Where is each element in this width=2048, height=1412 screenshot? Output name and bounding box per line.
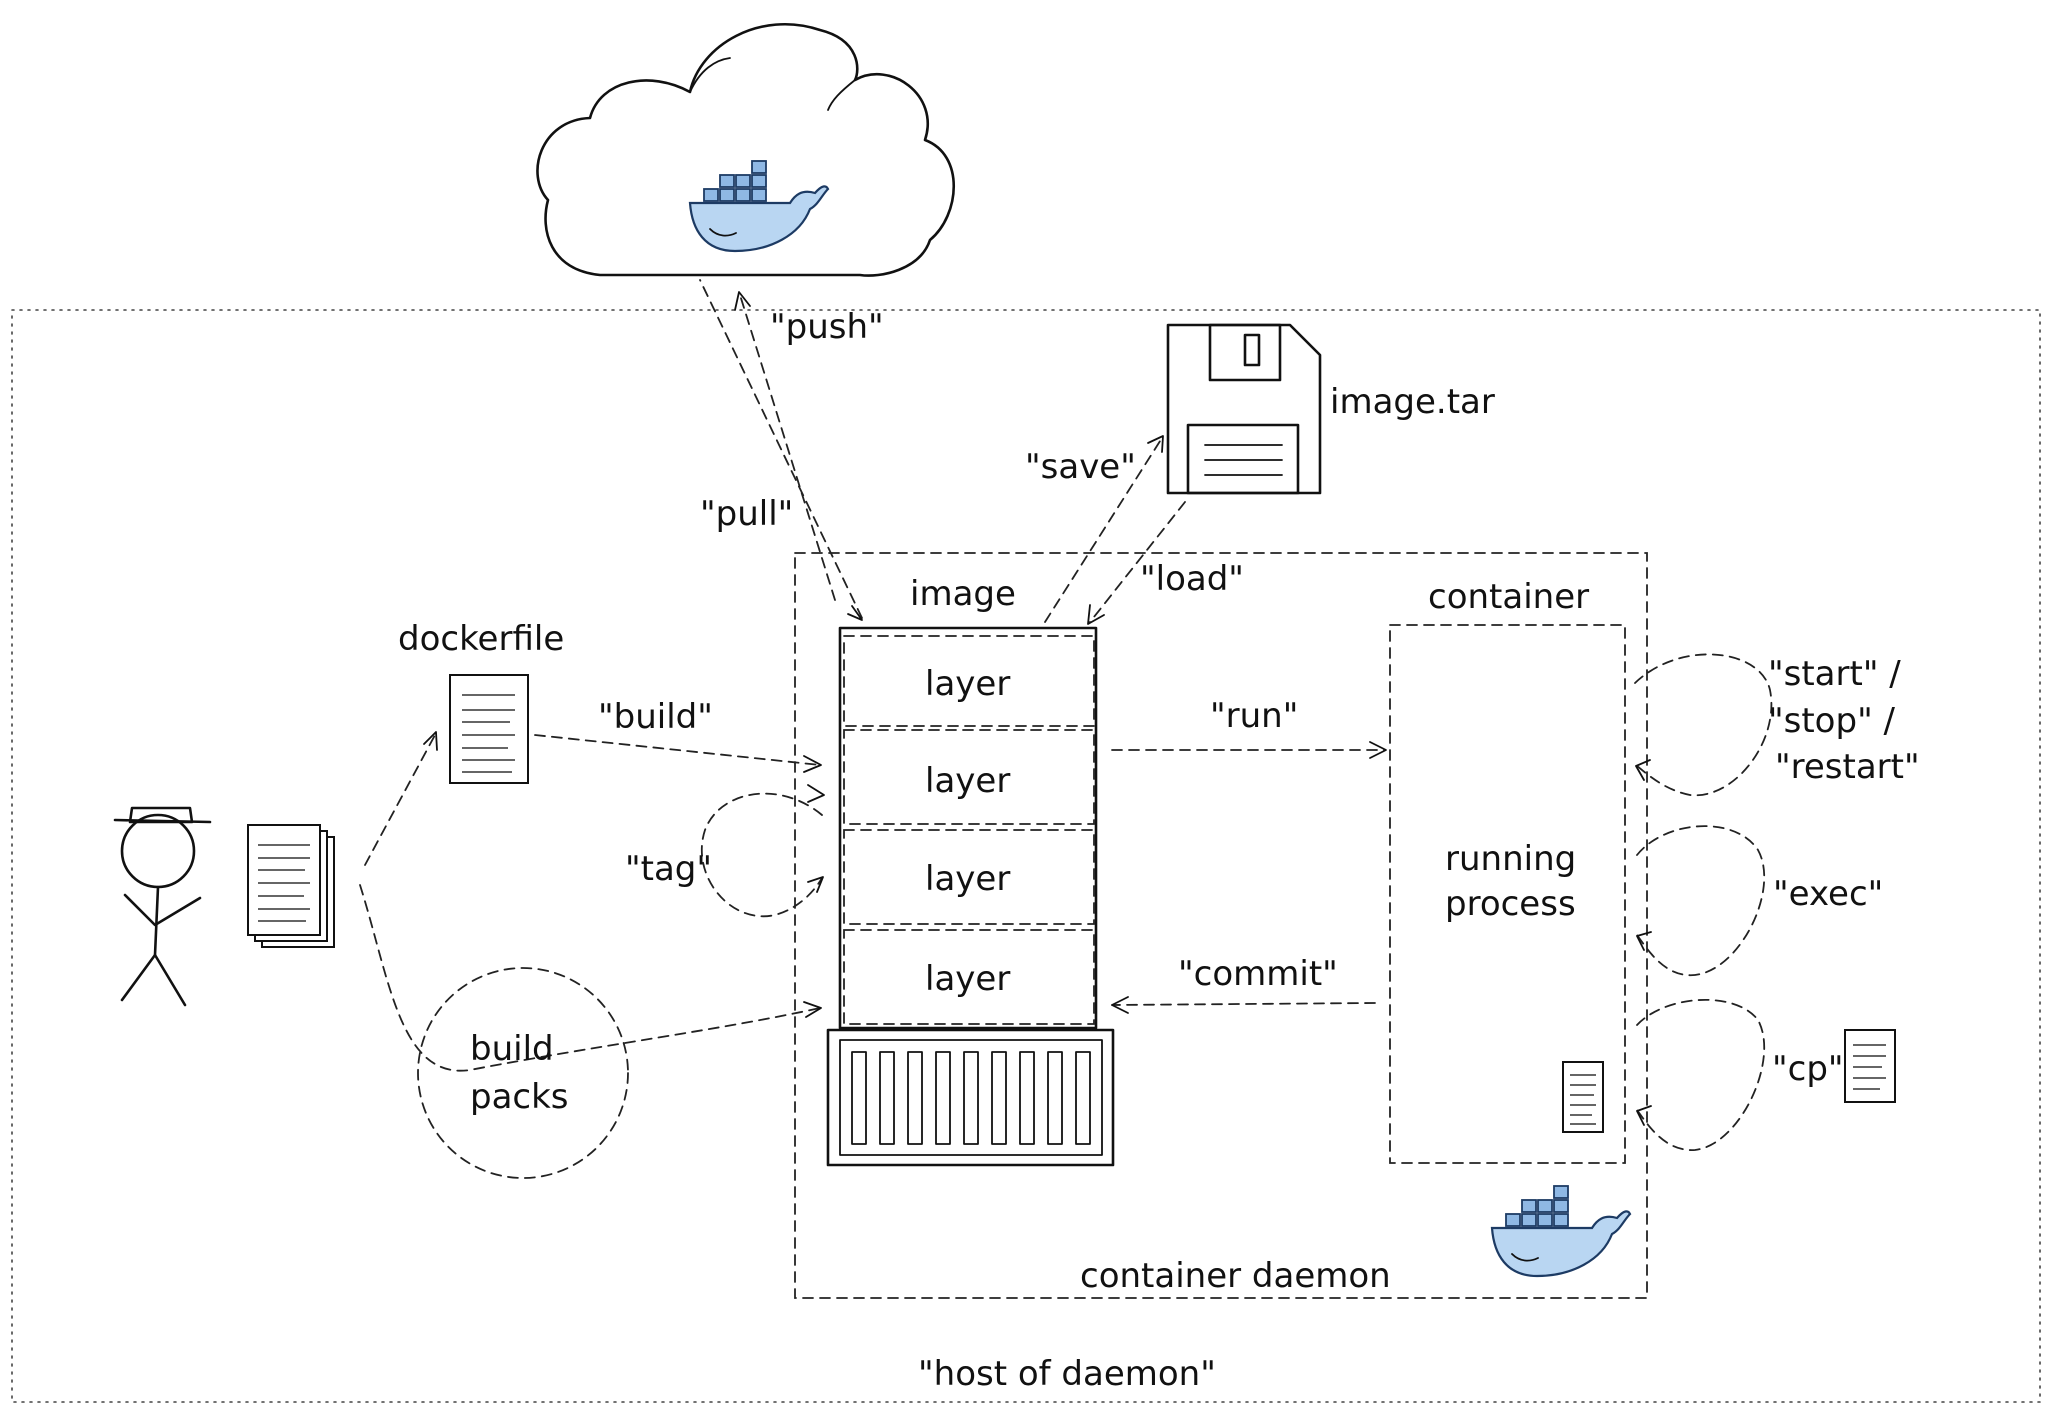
cp-loop-arrow: [1636, 998, 1766, 1151]
stop-label: "stop" /: [1768, 701, 1896, 741]
restart-label: "restart": [1775, 747, 1920, 787]
start-stop-loop-arrow: [1634, 653, 1773, 797]
container-slat: [1047, 1051, 1063, 1145]
run-arrow: [1111, 741, 1387, 759]
layer-label-4: layer: [925, 959, 1010, 999]
save-label: "save": [1025, 447, 1136, 487]
cp-document-icon: [1844, 1029, 1896, 1103]
layer-box-1: [843, 635, 1095, 727]
container-slat: [963, 1051, 979, 1145]
image-stack: [838, 626, 1098, 1030]
document-icon: [1562, 1061, 1604, 1133]
container-slat: [907, 1051, 923, 1145]
cp-label: "cp": [1772, 1049, 1844, 1089]
container-daemon-label: container daemon: [1080, 1256, 1391, 1296]
container-frame: [1389, 624, 1626, 1164]
layer-box-2: [843, 729, 1095, 825]
build-packs-circle: [417, 967, 629, 1179]
layer-label-1: layer: [925, 664, 1010, 704]
dockerfile-label: dockerfile: [398, 619, 564, 659]
build-label: "build": [598, 697, 713, 737]
build-packs-line2: packs: [470, 1077, 569, 1117]
build-packs-line1: build: [470, 1029, 554, 1069]
person-to-dockerfile-arrow: [364, 731, 438, 866]
push-label: "push": [770, 307, 884, 347]
stick-figure-icon: [113, 806, 212, 1007]
image-tar-label: image.tar: [1330, 382, 1495, 422]
load-label: "load": [1140, 559, 1244, 599]
container-slat: [851, 1051, 867, 1145]
pull-label: "pull": [700, 494, 793, 534]
exec-loop-arrow: [1636, 825, 1766, 976]
container-slat: [991, 1051, 1007, 1145]
push-pull-arrows: [699, 279, 863, 621]
run-label: "run": [1210, 696, 1298, 736]
exec-label: "exec": [1773, 874, 1883, 914]
running-process-line1: running: [1445, 839, 1576, 879]
container-slat: [935, 1051, 951, 1145]
host-of-daemon-label: "host of daemon": [918, 1354, 1216, 1394]
dockerfile-document-icon: [449, 674, 529, 784]
docker-whale-icon: [688, 160, 830, 253]
layer-box-3: [843, 829, 1095, 925]
start-label: "start" /: [1768, 654, 1901, 694]
container-slat: [1019, 1051, 1035, 1145]
floppy-disk-icon: [1166, 323, 1322, 495]
layer-label-2: layer: [925, 761, 1010, 801]
container-label: container: [1428, 577, 1589, 617]
buildpacks-arrow: [359, 884, 822, 1072]
save-load-arrows: [1044, 435, 1186, 625]
commit-arrow: [1111, 996, 1376, 1014]
container-slat: [1075, 1051, 1091, 1145]
cloud-registry-icon: [536, 22, 956, 277]
documents-stack-icon: [247, 824, 335, 948]
image-label: image: [910, 574, 1016, 614]
build-arrow: [534, 734, 822, 773]
container-slat: [879, 1051, 895, 1145]
tag-loop-arrow: [700, 784, 825, 918]
commit-label: "commit": [1178, 954, 1338, 994]
layer-label-3: layer: [925, 859, 1010, 899]
running-process-line2: process: [1445, 884, 1576, 924]
tag-label: "tag": [625, 849, 712, 889]
docker-whale-icon-daemon: [1490, 1185, 1632, 1278]
layer-box-4: [843, 929, 1095, 1025]
container-daemon-frame: [794, 552, 1648, 1299]
shipping-container-icon: [826, 1028, 1115, 1167]
